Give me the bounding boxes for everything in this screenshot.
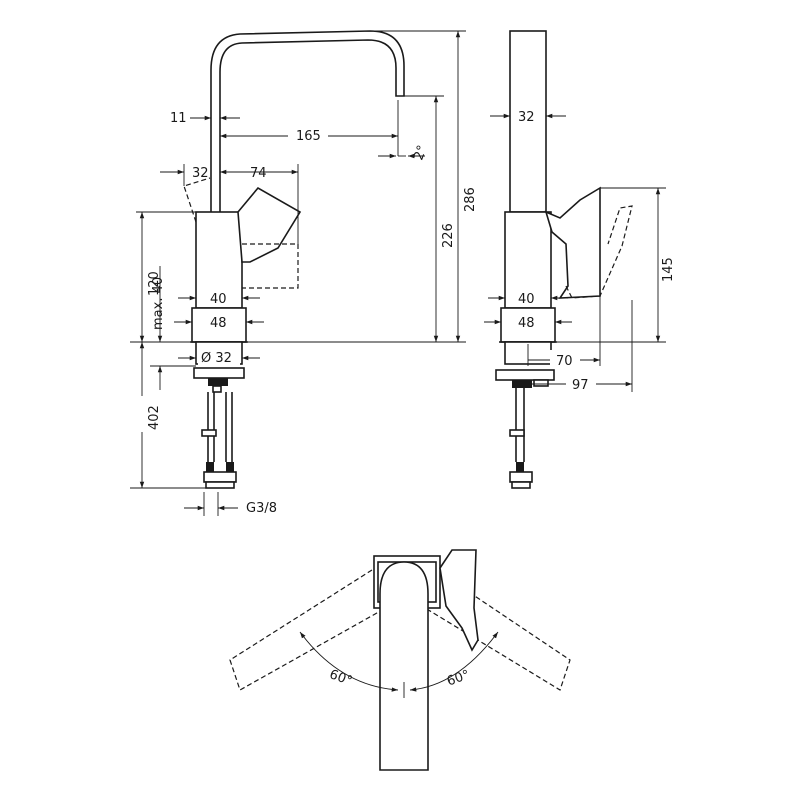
side-dim-handle-reach-max: 97 <box>572 378 589 393</box>
dim-max-deck: max. 40 <box>151 277 166 330</box>
front-spout <box>210 30 405 212</box>
front-handle-back-dashed <box>183 177 211 223</box>
front-nut <box>193 367 245 379</box>
dim-body-height: 120 <box>147 271 162 296</box>
top-view: 60° 60° <box>229 549 571 771</box>
top-handle-right-dashed <box>411 569 571 691</box>
dim-supply-length: 402 <box>147 405 162 430</box>
top-angle-right: 60° <box>445 668 472 690</box>
front-body <box>195 211 243 309</box>
side-handle <box>544 186 601 299</box>
top-spout <box>379 561 429 771</box>
side-dim-body-width: 40 <box>518 292 535 307</box>
dim-spout-thickness: 11 <box>170 111 187 126</box>
front-handle <box>237 186 302 263</box>
top-angle-left: 60° <box>327 667 354 689</box>
side-view: 32 145 40 48 70 97 <box>484 30 676 489</box>
dim-spout-reach: 165 <box>296 129 321 144</box>
front-view: 11 165 2° 32 74 120 max. 40 40 <box>130 30 478 516</box>
dim-handle-offset-front: 74 <box>250 166 267 181</box>
top-handle <box>439 549 479 652</box>
dim-total-height: 286 <box>463 187 478 212</box>
dim-spout-angle: 2° <box>411 143 430 162</box>
dim-thread: G3/8 <box>246 501 277 516</box>
side-nut <box>495 369 555 381</box>
side-base <box>500 307 556 343</box>
side-dim-handle-height: 145 <box>661 257 676 282</box>
side-handle-dashed <box>565 205 633 299</box>
side-dim-spout-width: 32 <box>518 110 535 125</box>
side-dim-base-width: 48 <box>518 316 535 331</box>
dim-outlet-height: 226 <box>441 223 456 248</box>
side-dim-handle-reach: 70 <box>556 354 573 369</box>
front-handle-rotated <box>242 243 299 289</box>
dim-hole-diameter: Ø 32 <box>201 351 232 366</box>
dim-body-width: 40 <box>210 292 227 307</box>
dim-handle-offset-back: 32 <box>192 166 209 181</box>
dim-base-width: 48 <box>210 316 227 331</box>
